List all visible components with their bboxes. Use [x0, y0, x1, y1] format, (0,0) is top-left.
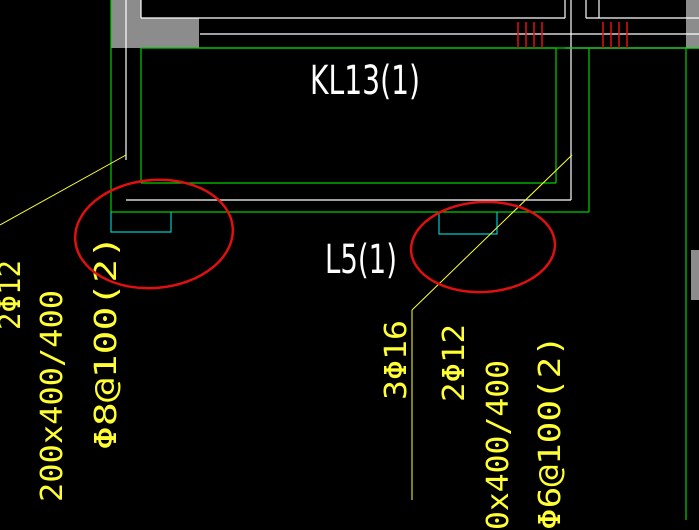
annotation-right-bottom-rebar: 2Φ12	[437, 324, 472, 402]
highlight-ellipse-left	[73, 178, 235, 290]
rebar-marks	[517, 22, 628, 48]
beam-label-kl13: KL13(1)	[310, 58, 420, 104]
column-block-top	[141, 18, 199, 48]
support-outlines	[110, 212, 498, 235]
annotation-right-section: 0x400/400	[481, 360, 516, 530]
support-left	[110, 212, 172, 233]
highlight-ellipses	[73, 178, 557, 294]
annotation-left-section: 200x400/400	[35, 290, 70, 502]
support-right	[438, 212, 498, 235]
annotation-left-rebar: 2Φ12	[0, 260, 28, 330]
beam-lines	[110, 0, 699, 520]
column-block-right-edge	[691, 250, 699, 300]
annotation-left-stirrup: Φ8@100(2)	[89, 235, 124, 450]
beam-label-l5: L5(1)	[325, 237, 397, 283]
annotation-right-stirrup: Φ6@100(2)	[533, 335, 568, 530]
highlight-ellipse-right	[409, 200, 557, 294]
column-block-right	[686, 0, 699, 48]
annotation-right-top-rebar: 3Φ16	[379, 320, 414, 400]
